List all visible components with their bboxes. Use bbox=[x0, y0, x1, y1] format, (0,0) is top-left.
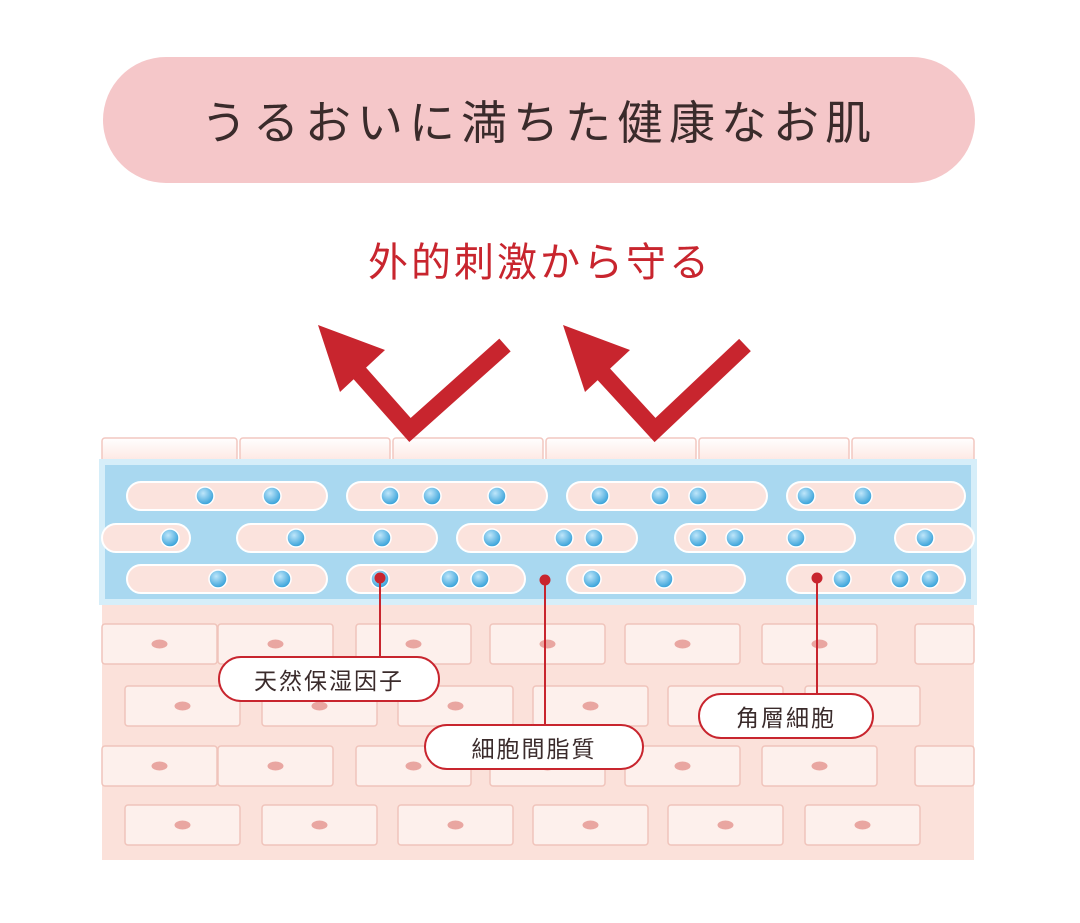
surface-cell bbox=[239, 437, 391, 463]
nmf-dot bbox=[380, 486, 400, 506]
lower-cells bbox=[101, 623, 975, 846]
cell-nucleus bbox=[267, 639, 284, 649]
page-title: うるおいに満ちた健康なお肌 bbox=[201, 96, 877, 150]
nmf-dot bbox=[482, 528, 502, 548]
nmf-dot bbox=[786, 528, 806, 548]
label-lipid: 細胞間脂質 bbox=[424, 724, 644, 770]
horny-cell bbox=[786, 564, 966, 594]
cell-nucleus bbox=[582, 701, 599, 711]
cell-nucleus bbox=[811, 761, 828, 771]
epidermis-cell bbox=[914, 745, 975, 787]
protect-caption: 外的刺激から守る bbox=[368, 240, 712, 286]
nmf-dot bbox=[440, 569, 460, 589]
nmf-dot bbox=[688, 486, 708, 506]
cell-nucleus bbox=[405, 761, 422, 771]
surface-cell bbox=[545, 437, 697, 463]
nmf-dot bbox=[650, 486, 670, 506]
deflect-arrow-left bbox=[348, 338, 511, 443]
nmf-dot bbox=[920, 569, 940, 589]
nmf-dot bbox=[470, 569, 490, 589]
nmf-dot bbox=[208, 569, 228, 589]
nmf-dot bbox=[487, 486, 507, 506]
nmf-dot bbox=[160, 528, 180, 548]
horny-cell bbox=[126, 481, 328, 511]
cell-nucleus bbox=[811, 639, 828, 649]
nmf-dots bbox=[160, 486, 940, 589]
nmf-dot bbox=[853, 486, 873, 506]
cell-nucleus bbox=[717, 820, 734, 830]
title-banner: うるおいに満ちた健康なお肌 bbox=[103, 57, 975, 183]
surface-cell bbox=[101, 437, 238, 463]
nmf-dot bbox=[590, 486, 610, 506]
surface-cell bbox=[851, 437, 975, 463]
nmf-dot bbox=[582, 569, 602, 589]
arrow-head-left bbox=[318, 325, 385, 392]
label-corneocyte: 角層細胞 bbox=[698, 693, 874, 739]
nmf-dot bbox=[372, 528, 392, 548]
nmf-dot bbox=[286, 528, 306, 548]
nmf-dot bbox=[915, 528, 935, 548]
nmf-dot bbox=[688, 528, 708, 548]
nmf-dot bbox=[422, 486, 442, 506]
surface-cell bbox=[392, 437, 544, 463]
nmf-dot bbox=[890, 569, 910, 589]
nmf-dot bbox=[554, 528, 574, 548]
horny-cell bbox=[674, 523, 856, 553]
epidermis-cell bbox=[914, 623, 975, 665]
cell-nucleus bbox=[174, 701, 191, 711]
arrow-head-right bbox=[563, 325, 630, 392]
cell-nucleus bbox=[539, 639, 556, 649]
cell-nucleus bbox=[151, 639, 168, 649]
horny-cell bbox=[346, 481, 548, 511]
cell-nucleus bbox=[447, 820, 464, 830]
cell-nucleus bbox=[447, 701, 464, 711]
cell-nucleus bbox=[311, 820, 328, 830]
nmf-dot bbox=[262, 486, 282, 506]
surface-cell bbox=[698, 437, 850, 463]
cell-nucleus bbox=[582, 820, 599, 830]
nmf-dot bbox=[832, 569, 852, 589]
nmf-dot bbox=[195, 486, 215, 506]
cell-nucleus bbox=[267, 761, 284, 771]
cell-nucleus bbox=[405, 639, 422, 649]
deflect-arrow-right bbox=[591, 338, 751, 443]
nmf-dot bbox=[272, 569, 292, 589]
nmf-dot bbox=[654, 569, 674, 589]
nmf-dot bbox=[584, 528, 604, 548]
surface-cells bbox=[101, 437, 975, 463]
cell-nucleus bbox=[151, 761, 168, 771]
nmf-dot bbox=[725, 528, 745, 548]
cell-nucleus bbox=[311, 701, 328, 711]
cell-nucleus bbox=[674, 761, 691, 771]
cell-nucleus bbox=[174, 820, 191, 830]
horny-cell bbox=[236, 523, 438, 553]
cell-nucleus bbox=[854, 820, 871, 830]
nmf-dot bbox=[796, 486, 816, 506]
label-nmf: 天然保湿因子 bbox=[218, 656, 440, 702]
horny-cell bbox=[786, 481, 966, 511]
cell-nucleus bbox=[674, 639, 691, 649]
